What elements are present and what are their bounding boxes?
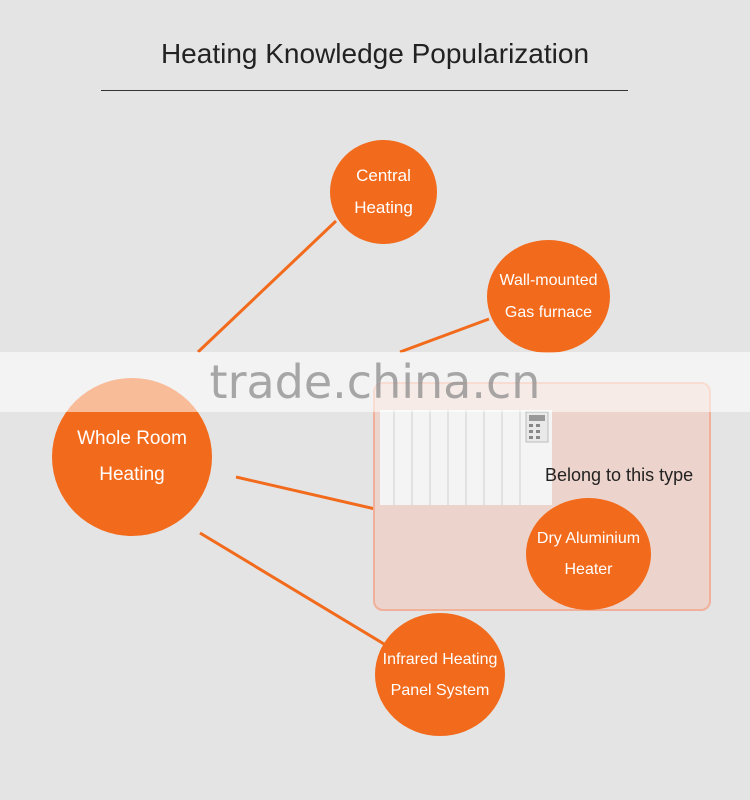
connector-central bbox=[196, 219, 338, 354]
node-wall-mounted-gas-furnace: Wall-mounted Gas furnace bbox=[487, 240, 610, 353]
node-label-line2: Heating bbox=[99, 464, 165, 485]
watermark-text: trade.china.cn bbox=[209, 355, 541, 409]
page-title: Heating Knowledge Popularization bbox=[160, 38, 590, 69]
belong-annotation: Belong to this type bbox=[545, 465, 694, 485]
node-infrared-heating-panel: Infrared Heating Panel System bbox=[375, 613, 505, 736]
watermark-band bbox=[0, 352, 750, 412]
title-divider bbox=[101, 90, 628, 91]
node-dry-aluminium-heater: Dry Aluminium Heater bbox=[526, 498, 651, 610]
node-central-heating: Central Heating bbox=[330, 140, 437, 244]
node-label-line2: Gas furnace bbox=[504, 303, 593, 321]
node-label-line2: Panel System bbox=[390, 681, 490, 699]
connector-wall bbox=[399, 317, 490, 354]
node-label-line1: Wall-mounted bbox=[499, 271, 598, 289]
node-label-line1: Central bbox=[356, 166, 411, 185]
node-label-line1: Dry Aluminium bbox=[536, 530, 641, 547]
node-label-line2: Heating bbox=[354, 198, 413, 217]
node-label-line1: Infrared Heating bbox=[382, 650, 498, 668]
node-label-line2: Heater bbox=[564, 561, 613, 578]
heater-image bbox=[380, 410, 552, 505]
node-label-line1: Whole Room bbox=[77, 428, 187, 449]
connector-infrared bbox=[199, 531, 385, 646]
